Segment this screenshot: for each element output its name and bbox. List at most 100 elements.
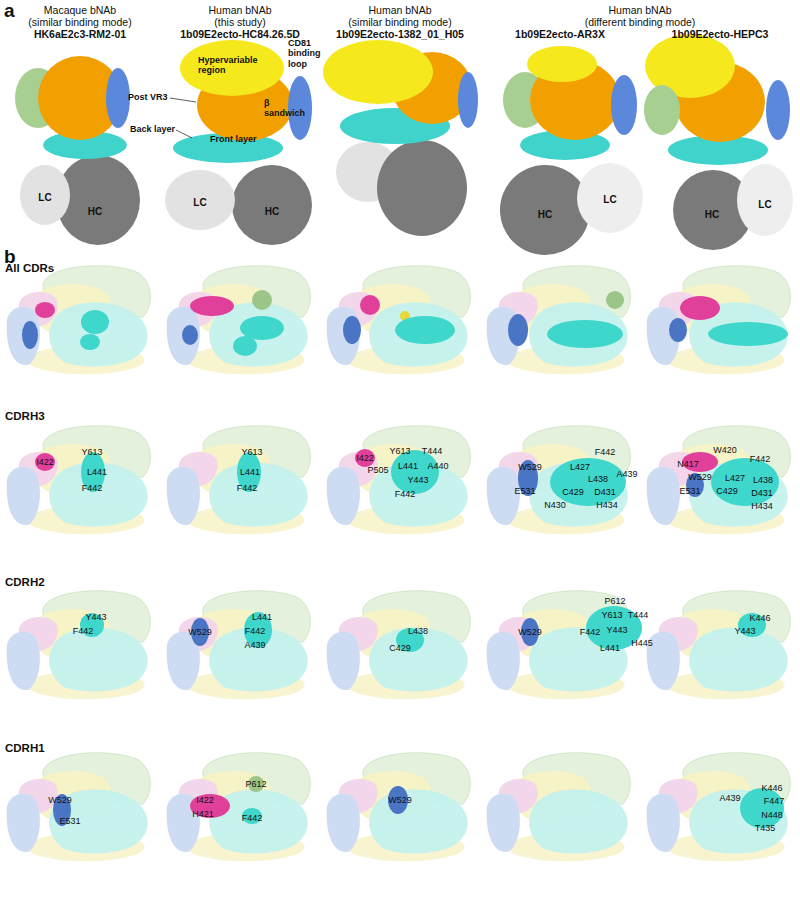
residue-label: E531 — [679, 486, 700, 496]
residue-label: Y443 — [85, 612, 106, 622]
residue-label: H445 — [631, 638, 653, 648]
chain-label: LC — [38, 192, 51, 204]
region-annotation: β sandwich — [264, 98, 312, 119]
residue-label: Y613 — [81, 447, 102, 457]
residue-label: F442 — [750, 454, 771, 464]
residue-label: I422 — [196, 795, 214, 805]
residue-label: F442 — [580, 627, 601, 637]
residue-label: N448 — [761, 810, 783, 820]
residue-label: L441 — [240, 467, 260, 477]
complex-name: 1b09E2ecto-1382_01_H05 — [336, 28, 464, 40]
column-header: Human bNAb — [608, 4, 671, 16]
complex-name: 1b09E2ecto-AR3X — [515, 28, 605, 40]
region-annotation: CD81 binding loop — [288, 38, 334, 69]
residue-label: E531 — [59, 816, 80, 826]
residue-label: E531 — [514, 486, 535, 496]
residue-label: F442 — [82, 483, 103, 493]
residue-label: N430 — [544, 500, 566, 510]
region-annotation: Hypervariable region — [198, 55, 278, 76]
row-label: CDRH1 — [5, 742, 45, 755]
panel-letter: a — [4, 0, 15, 22]
residue-label: W529 — [688, 472, 712, 482]
row-label: CDRH2 — [5, 576, 45, 589]
residue-label: H434 — [596, 500, 618, 510]
residue-label: F447 — [764, 796, 785, 806]
residue-label: W529 — [518, 627, 542, 637]
residue-label: W420 — [713, 445, 737, 455]
chain-label: LC — [193, 197, 206, 209]
residue-label: W529 — [48, 795, 72, 805]
residue-label: Y613 — [601, 610, 622, 620]
residue-label: I422 — [36, 457, 54, 467]
residue-label: P612 — [604, 596, 625, 606]
contact-patches — [22, 290, 788, 828]
residue-label: F442 — [237, 483, 258, 493]
residue-label: W529 — [518, 462, 542, 472]
residue-label: W529 — [188, 627, 212, 637]
residue-label: P505 — [367, 465, 388, 475]
residue-label: T444 — [628, 610, 649, 620]
residue-label: L441 — [600, 643, 620, 653]
residue-label: A439 — [244, 640, 265, 650]
chain-label: HC — [88, 206, 102, 218]
residue-label: D431 — [594, 487, 616, 497]
residue-label: T444 — [422, 446, 443, 456]
residue-label: F442 — [73, 626, 94, 636]
residue-label: K446 — [761, 783, 782, 793]
residue-label: L441 — [87, 467, 107, 477]
region-annotation: Front layer — [210, 134, 280, 144]
residue-label: A440 — [427, 461, 448, 471]
residue-label: Y613 — [389, 446, 410, 456]
residue-label: L438 — [408, 626, 428, 636]
residue-label: Y443 — [606, 625, 627, 635]
residue-label: C429 — [389, 643, 411, 653]
residue-label: L438 — [753, 475, 773, 485]
row-label: CDRH3 — [5, 410, 45, 423]
residue-label: C429 — [562, 487, 584, 497]
row-label: All CDRs — [5, 262, 54, 275]
residue-label: F442 — [395, 489, 416, 499]
residue-label: K446 — [749, 613, 770, 623]
column-header: (similar binding mode) — [28, 16, 131, 28]
residue-label: H434 — [751, 501, 773, 511]
panel-b-surfaces — [7, 266, 791, 861]
chain-label: HC — [538, 209, 552, 221]
column-header: (this study) — [214, 16, 265, 28]
residue-label: L441 — [398, 461, 418, 471]
residue-label: F442 — [595, 447, 616, 457]
residue-label: F442 — [242, 813, 263, 823]
residue-label: C429 — [716, 486, 738, 496]
residue-label: A439 — [616, 469, 637, 479]
region-annotation: Post VR3 — [128, 92, 188, 102]
residue-label: W529 — [388, 795, 412, 805]
column-header: Macaque bNAb — [44, 4, 116, 16]
panel-a-structures — [15, 34, 793, 255]
column-header: Human bNAb — [368, 4, 431, 16]
column-header: Human bNAb — [208, 4, 271, 16]
residue-label: Y443 — [734, 626, 755, 636]
chain-label: HC — [705, 209, 719, 221]
complex-name: 1b09E2ecto-HEPC3 — [672, 28, 769, 40]
chain-label: HC — [265, 206, 279, 218]
residue-label: A439 — [719, 793, 740, 803]
residue-label: D431 — [751, 488, 773, 498]
residue-label: N417 — [677, 459, 699, 469]
residue-label: I422 — [356, 453, 374, 463]
column-header: (different binding mode) — [585, 16, 696, 28]
residue-label: H421 — [192, 809, 214, 819]
residue-label: P612 — [245, 779, 266, 789]
chain-label: LC — [603, 194, 616, 206]
residue-label: L427 — [725, 473, 745, 483]
residue-label: F442 — [245, 626, 266, 636]
region-annotation: Back layer — [130, 124, 190, 134]
residue-label: L441 — [252, 612, 272, 622]
complex-name: HK6aE2c3-RM2-01 — [34, 28, 126, 40]
residue-label: Y443 — [407, 475, 428, 485]
chain-label: LC — [758, 199, 771, 211]
residue-label: T435 — [755, 823, 776, 833]
residue-label: L427 — [570, 462, 590, 472]
residue-label: L438 — [588, 474, 608, 484]
residue-label: Y613 — [241, 447, 262, 457]
column-header: (similar binding mode) — [348, 16, 451, 28]
